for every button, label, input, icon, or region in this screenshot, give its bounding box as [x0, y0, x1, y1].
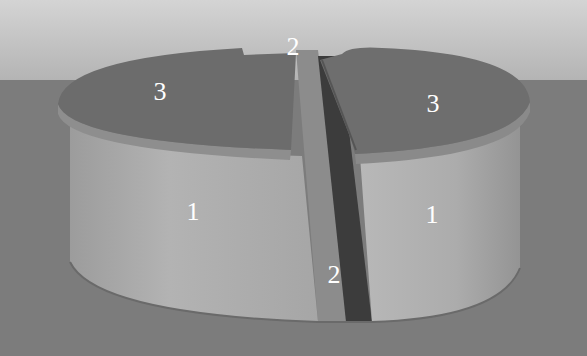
callout-number: 3 [154, 79, 167, 105]
callout-number: 2 [287, 34, 300, 60]
callout-number: 3 [427, 91, 440, 117]
callout-number: 1 [426, 202, 439, 228]
callout-number: 2 [328, 262, 341, 288]
callout-number: 1 [187, 199, 200, 225]
